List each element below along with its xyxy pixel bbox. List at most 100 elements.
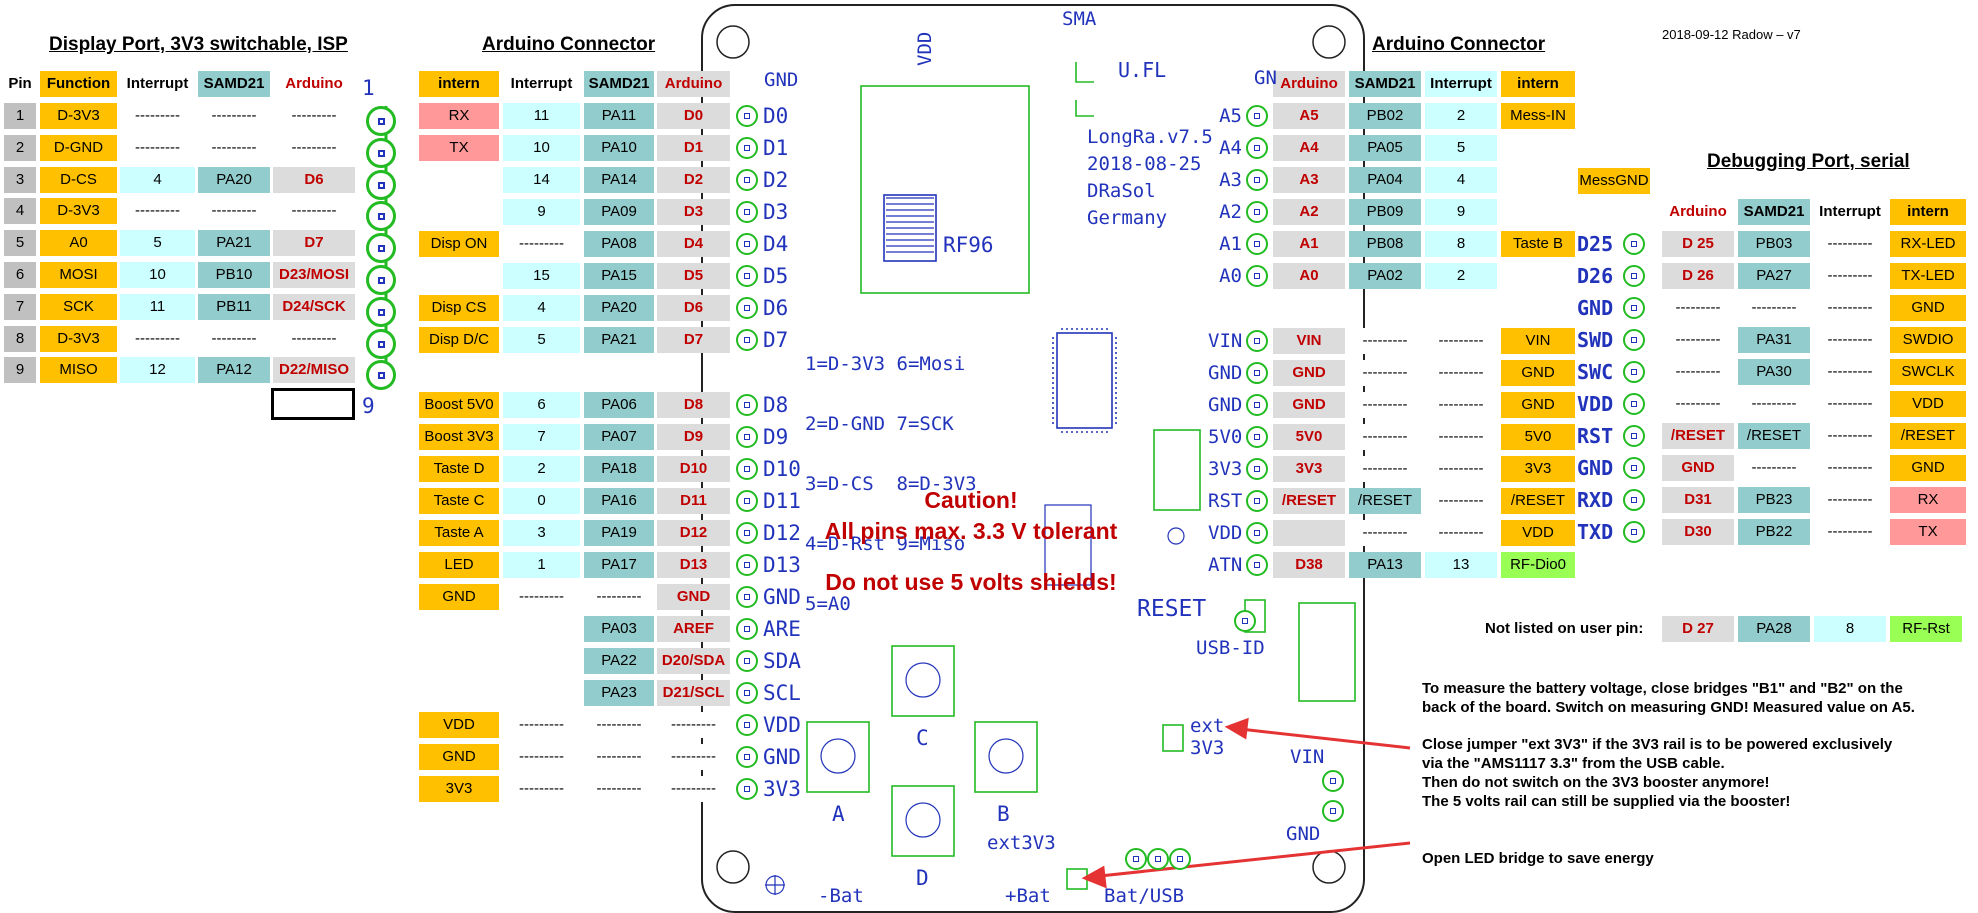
debug-arduino-cell: D31 xyxy=(1662,487,1734,513)
right-pin-pad xyxy=(1246,105,1268,127)
legend-line-3: 3=D-CS 8=D-3V3 xyxy=(805,473,977,495)
debug-pin-pad-center xyxy=(1631,465,1637,471)
caution-line-2: All pins max. 3.3 V tolerant xyxy=(824,518,1118,544)
right-pin-label: 3V3 xyxy=(1208,458,1243,480)
left-pin-cell: 1 xyxy=(4,103,36,129)
mid-arduino-cell: --------- xyxy=(657,712,730,738)
isp-pad xyxy=(366,296,396,327)
debug-port-title: Debugging Port, serial xyxy=(1707,151,1910,172)
left-function-cell: SCK xyxy=(40,293,117,320)
mid-pin-label: GND xyxy=(763,585,801,609)
mid-interrupt-cell: 6 xyxy=(503,392,580,418)
left-header-3: SAMD21 xyxy=(198,71,270,97)
left-function-cell: MOSI xyxy=(40,262,117,288)
mid-pin-label: ARE xyxy=(763,617,801,641)
left-function-cell: MISO xyxy=(40,357,117,384)
right-samd-cell: /RESET xyxy=(1349,488,1421,514)
legend-line-5: 5=A0 xyxy=(805,593,851,615)
left-interrupt-cell: --------- xyxy=(120,325,195,352)
debug-pin-pad-center xyxy=(1631,369,1637,375)
mount-hole-tr xyxy=(1312,25,1346,59)
left-function-cell: D-3V3 xyxy=(40,198,117,225)
mid-pin-pad xyxy=(736,137,758,159)
right-interrupt-cell: --------- xyxy=(1425,520,1497,546)
right-pin-pad xyxy=(1246,426,1268,448)
right-pin-pad-center xyxy=(1254,145,1260,151)
right-pin-label: VIN xyxy=(1208,330,1243,352)
mcu-chip xyxy=(1052,328,1117,433)
batusb-pad-2-center xyxy=(1155,856,1161,862)
mid-pin-pad-center xyxy=(744,498,750,504)
debug-interrupt-cell: --------- xyxy=(1814,327,1886,353)
vin-pad-1-center xyxy=(1330,778,1336,784)
right-samd-cell: PB09 xyxy=(1349,199,1421,225)
mid-pin-label: D3 xyxy=(763,200,789,224)
legend-line-4: 4=D-Rst 9=Miso xyxy=(805,533,966,555)
right-arduino-cell: VIN xyxy=(1273,328,1345,354)
mid-pin-pad-center xyxy=(744,113,750,119)
mid-pin-pad xyxy=(736,618,758,640)
debug-samd-cell: PA30 xyxy=(1738,359,1810,385)
debug-arduino-cell: --------- xyxy=(1662,295,1734,321)
usb-outline xyxy=(1298,602,1356,702)
mid-arduino-cell: D8 xyxy=(657,392,730,418)
isp-pad-center xyxy=(378,277,385,284)
mid-samd-cell: PA07 xyxy=(584,424,654,450)
right-intern-cell: GND xyxy=(1501,392,1575,418)
mid-arduino-cell: D7 xyxy=(657,327,730,353)
right-pin-label: GND xyxy=(1208,394,1243,416)
right-pin-pad-center xyxy=(1254,434,1260,440)
right-intern-cell: Taste B xyxy=(1501,231,1575,257)
debug-intern-cell: TX-LED xyxy=(1890,263,1966,289)
left-arduino-cell: --------- xyxy=(273,134,355,161)
right-interrupt-cell: --------- xyxy=(1425,392,1497,418)
right-pin-pad-center xyxy=(1254,370,1260,376)
debug-pin-pad-center xyxy=(1631,529,1637,535)
right-pin-pad-center xyxy=(1254,562,1260,568)
right-pin-pad-center xyxy=(1254,466,1260,472)
right-arduino-cell xyxy=(1273,520,1345,546)
right-arduino-cell: A2 xyxy=(1273,199,1345,225)
left-arduino-cell: D6 xyxy=(273,166,355,193)
right-pin-pad-center xyxy=(1254,498,1260,504)
mid-samd-cell: PA16 xyxy=(584,488,654,514)
right-pin-pad xyxy=(1246,233,1268,255)
debug-header-0: Arduino xyxy=(1662,199,1734,225)
battery-note: To measure the battery voltage, close br… xyxy=(1422,679,1915,717)
mid-pin-label: SCL xyxy=(763,681,801,705)
debug-intern-cell: VDD xyxy=(1890,391,1966,417)
mid-pin-pad xyxy=(736,778,758,800)
isp-pin-1-label: 1 xyxy=(362,76,375,100)
jumper-note: Close jumper "ext 3V3" if the 3V3 rail i… xyxy=(1422,735,1892,811)
isp-pad-center xyxy=(378,372,385,380)
debug-intern-cell: GND xyxy=(1890,455,1966,481)
left-samd-cell: --------- xyxy=(198,325,270,352)
mid-intern-cell: RX xyxy=(419,103,499,129)
mid-samd-cell: PA23 xyxy=(584,680,654,706)
right-pin-pad xyxy=(1246,458,1268,480)
left-interrupt-cell: 4 xyxy=(120,166,195,193)
mid-pin-pad-center xyxy=(744,177,750,183)
debug-interrupt-cell: --------- xyxy=(1814,519,1886,545)
right-arduino-cell: D38 xyxy=(1273,552,1345,578)
board-info-line-2: 2018-08-25 xyxy=(1087,153,1202,175)
mid-pin-pad xyxy=(736,329,758,351)
mid-pin-pad-center xyxy=(744,626,750,632)
mid-interrupt-cell: 4 xyxy=(503,295,580,321)
mid-interrupt-cell: 15 xyxy=(503,263,580,289)
batusb-pad-1 xyxy=(1125,848,1147,870)
mid-pin-pad-center xyxy=(744,241,750,247)
debug-pin-label: SWC xyxy=(1577,360,1614,384)
right-samd-cell: PB02 xyxy=(1349,103,1421,129)
vin-pad-1 xyxy=(1322,770,1344,792)
left-header-4: Arduino xyxy=(273,71,355,97)
debug-samd-cell: PB03 xyxy=(1738,231,1810,257)
debug-intern-cell: /RESET xyxy=(1890,423,1966,449)
isp-pad xyxy=(366,265,396,295)
mid-pin-pad xyxy=(736,490,758,512)
batusb-pad-3 xyxy=(1169,848,1191,870)
batusb-pad-3-center xyxy=(1177,856,1183,862)
mid-pin-pad xyxy=(736,650,758,672)
ext3v3-bottom-label: ext3V3 xyxy=(987,832,1056,854)
mount-hole-tl xyxy=(716,25,750,59)
